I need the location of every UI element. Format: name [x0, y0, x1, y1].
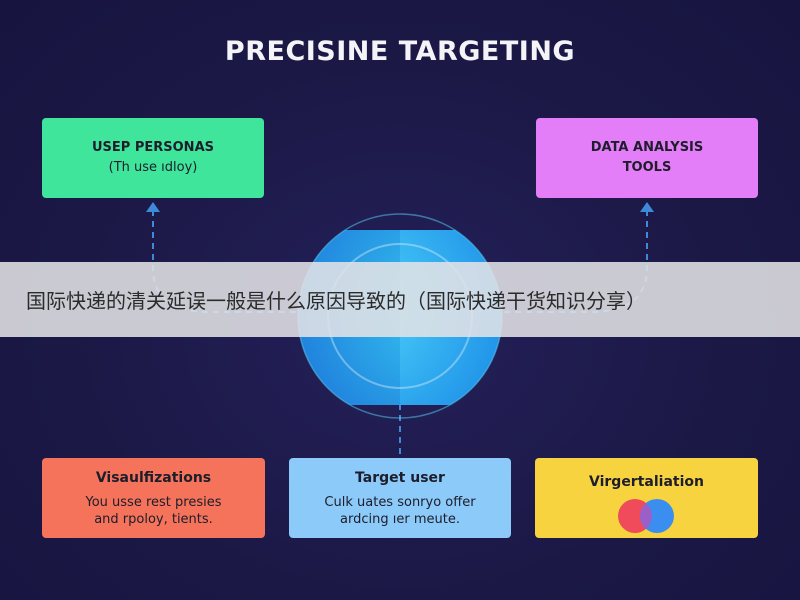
node-heading: Visaulfizations — [95, 470, 212, 486]
node-line-1: Culk uates sonryo offer — [324, 495, 476, 510]
node-target-user: Target user Culk uates sonryo offer ardc… — [289, 458, 511, 538]
node-vergtaliation: Virgertaliation — [535, 458, 758, 538]
node-visualizations: Visaulfizations You usse rest presies an… — [42, 458, 265, 538]
node-line-2: ardcing ıer meute. — [340, 512, 460, 527]
caption-text: 国际快递的清关延误一般是什么原因导致的（国际快递干货知识分享） — [26, 289, 646, 313]
node-subtext: TOOLS — [622, 160, 672, 175]
node-heading: Virgertaliation — [589, 474, 704, 490]
node-line-2: and rpoloy, tients. — [94, 512, 213, 527]
node-data-analysis-tools: DATA ANALYSIS TOOLS — [536, 118, 758, 198]
caption-banner: 国际快递的清关延误一般是什么原因导致的（国际快递干货知识分享） — [0, 262, 800, 337]
node-user-personas: USEP PERSONAS (Th use ıdloy) — [42, 118, 264, 198]
node-heading: USEP PERSONAS — [92, 140, 214, 155]
node-heading: Target user — [355, 470, 445, 486]
diagram-title: PRECISINE TARGETING — [224, 36, 576, 67]
arrowhead-personas — [146, 202, 160, 212]
node-heading: DATA ANALYSIS — [590, 140, 704, 155]
node-subtext: (Th use ıdloy) — [108, 160, 198, 175]
venn-icon — [617, 499, 674, 533]
arrowhead-tools — [640, 202, 654, 212]
node-line-1: You usse rest presies — [85, 495, 222, 510]
